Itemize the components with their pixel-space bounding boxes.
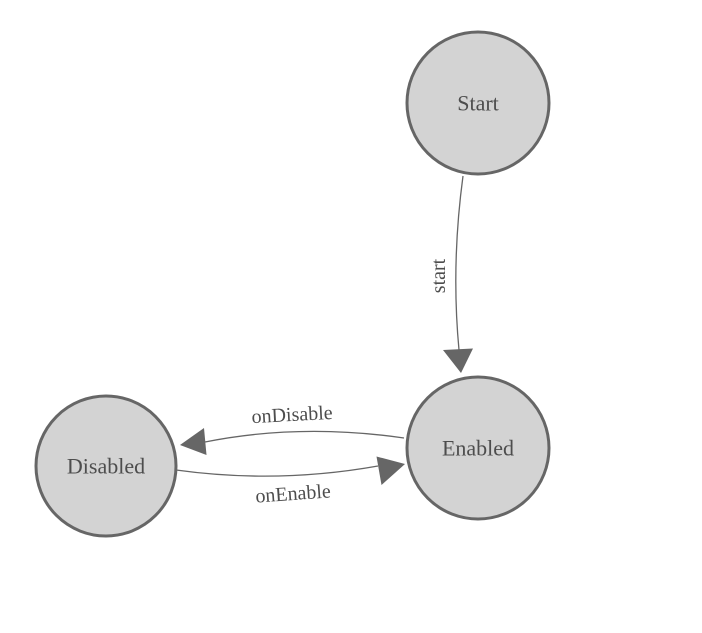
state-circle-start[interactable] xyxy=(405,30,551,176)
transition-edge-start-to-enabled: start xyxy=(428,175,473,373)
state-node-start[interactable]: Start xyxy=(405,30,551,176)
arrowhead-icon-enabled-to-disabled xyxy=(180,428,207,455)
edge-label-start-to-enabled: start xyxy=(428,258,450,293)
state-node-enabled[interactable]: Enabled xyxy=(405,375,551,521)
transition-edge-disabled-to-enabled: onEnable xyxy=(175,456,405,508)
arrowhead-icon-start-to-enabled xyxy=(443,348,473,373)
edge-label-disabled-to-enabled: onEnable xyxy=(255,480,332,507)
edge-line-enabled-to-disabled xyxy=(204,430,405,443)
state-label-enabled: Enabled xyxy=(442,436,514,461)
state-label-disabled: Disabled xyxy=(67,454,145,479)
edge-line-start-to-enabled xyxy=(455,175,464,351)
transition-edge-enabled-to-disabled: onDisable xyxy=(180,402,405,455)
state-label-start: Start xyxy=(457,91,499,116)
edge-line-disabled-to-enabled xyxy=(175,465,379,477)
state-circle-disabled[interactable] xyxy=(34,394,178,538)
state-circle-enabled[interactable] xyxy=(405,375,551,521)
arrowhead-icon-disabled-to-enabled xyxy=(376,456,405,485)
edge-label-enabled-to-disabled: onDisable xyxy=(251,402,333,428)
state-node-disabled[interactable]: Disabled xyxy=(34,394,178,538)
